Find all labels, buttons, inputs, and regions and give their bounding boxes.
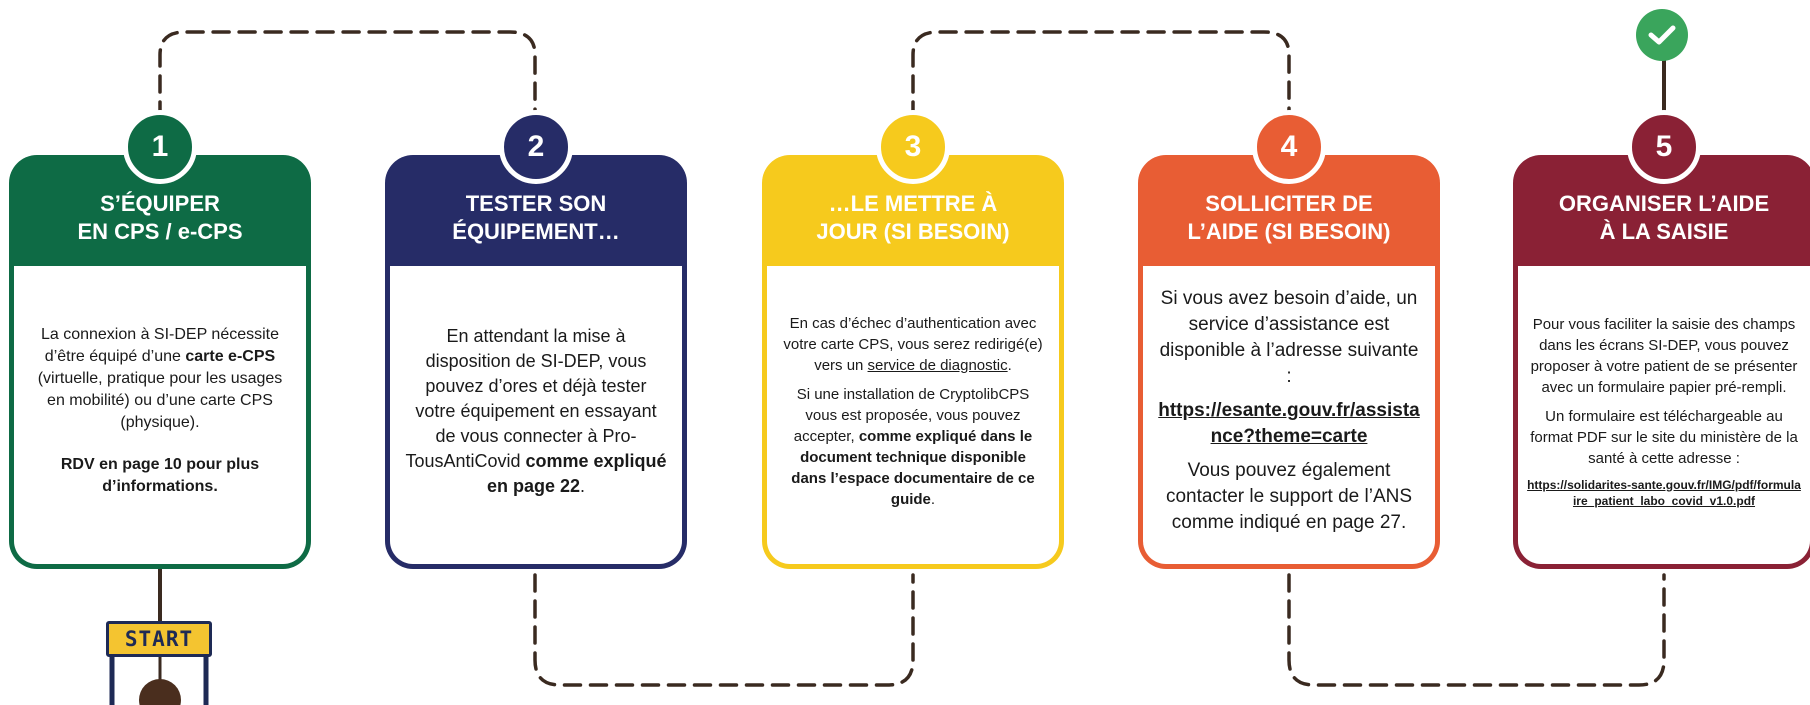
step-3-body: En cas d’échec d’authentication avec vot… [767,266,1059,564]
step-2-text: En attendant la mise à disposition de SI… [405,325,667,496]
start-sign: START [106,621,212,657]
step-5-number: 5 [1627,110,1701,184]
step-1-number: 1 [123,110,197,184]
step-1-body: La connexion à SI-DEP nécessite d’être é… [14,266,306,564]
step-3-card: …LE METTRE À JOUR (SI BESOIN) En cas d’éc… [762,155,1064,569]
step-3-number: 3 [876,110,950,184]
step-5-text-2: Un formulaire est téléchargeable au form… [1530,407,1798,467]
step-2-card: TESTER SON ÉQUIPEMENT… En attendant la mi… [385,155,687,569]
step-1-text: La connexion à SI-DEP nécessite d’être é… [37,326,283,431]
connector-3-4 [911,30,1291,120]
step-2-number: 2 [499,110,573,184]
step-4-title-line2: L’AIDE (SI BESOIN) [1187,219,1391,244]
step-4-text-1: Si vous avez besoin d’aide, un service d… [1159,288,1419,387]
step-1-title: S’ÉQUIPER EN CPS / e-CPS [9,155,311,263]
step-4-title-line1: SOLLICITER DE [1205,191,1373,216]
connector-4-5 [1287,573,1666,687]
step-2-title: TESTER SON ÉQUIPEMENT… [385,155,687,263]
step-5-title-line1: ORGANISER L’AIDE [1558,191,1770,216]
step-3-title-line2: JOUR (SI BESOIN) [816,219,1010,244]
connector-1-2 [158,30,537,120]
step-1-title-line2: EN CPS / e-CPS [77,219,243,244]
step-1-title-line1: S’ÉQUIPER [100,191,220,216]
finish-check-badge [1636,9,1688,61]
step-2-body: En attendant la mise à disposition de SI… [390,266,682,564]
step-3-text-1: En cas d’échec d’authentication avec vot… [783,314,1043,374]
step-3-text-2: Si une installation de CryptolibCPS vous… [791,385,1035,508]
step-4-title: SOLLICITER DE L’AIDE (SI BESOIN) [1138,155,1440,263]
checkmark-icon [1648,25,1676,45]
formulaire-link[interactable]: https://solidarites-sante.gouv.fr/IMG/pd… [1527,477,1801,508]
step-4-card: SOLLICITER DE L’AIDE (SI BESOIN) Si vous … [1138,155,1440,569]
service-diagnostic-link[interactable]: service de diagnostic [867,356,1008,374]
step-1-card: S’ÉQUIPER EN CPS / e-CPS La connexion à S… [9,155,311,569]
step-3-title-line1: …LE METTRE À [828,191,998,216]
step-5-title-line2: À LA SAISIE [1599,219,1729,244]
step-5-text-1: Pour vous faciliter la saisie des champs… [1530,315,1798,396]
assistance-link[interactable]: https://esante.gouv.fr/assistance?theme=… [1158,400,1420,447]
step-5-title: ORGANISER L’AIDE À LA SAISIE [1513,155,1810,263]
connector-2-3 [533,573,915,687]
step-5-body: Pour vous faciliter la saisie des champs… [1518,266,1810,564]
step-3-title: …LE METTRE À JOUR (SI BESOIN) [762,155,1064,263]
step-2-title-line2: ÉQUIPEMENT… [452,219,620,244]
step-4-number: 4 [1252,110,1326,184]
step-4-text-2: Vous pouvez également contacter le suppo… [1165,460,1413,533]
step-1-rdv: RDV en page 10 pour plus d’informations. [60,456,260,495]
step-2-title-line1: TESTER SON [465,191,607,216]
start-pendulum [139,679,181,705]
step-4-body: Si vous avez besoin d’aide, un service d… [1143,266,1435,564]
step-5-card: ORGANISER L’AIDE À LA SAISIE Pour vous fa… [1513,155,1810,569]
